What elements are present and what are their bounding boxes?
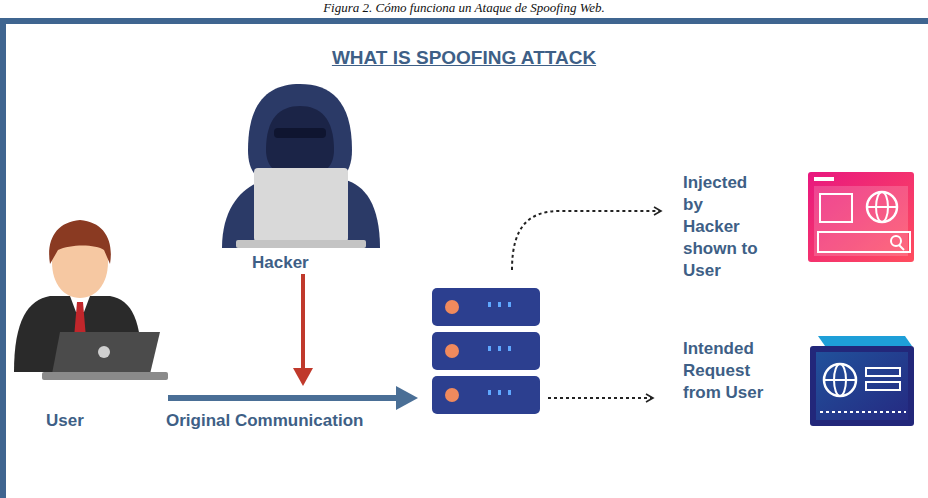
arrow-label: Original Communication bbox=[166, 410, 363, 431]
actor-label: Hacker bbox=[252, 252, 309, 273]
dotted-arrow bbox=[548, 397, 652, 399]
server-stack bbox=[432, 288, 540, 414]
user-figure bbox=[14, 220, 168, 380]
dotted-arrow bbox=[512, 211, 660, 270]
diagram-title: WHAT IS SPOOFING ATTACK bbox=[214, 46, 714, 70]
frame-border bbox=[3, 21, 928, 498]
outcome-label: Injected by Hacker shown to User bbox=[683, 172, 759, 282]
real-page-icon bbox=[810, 336, 914, 426]
communication-arrow bbox=[168, 386, 418, 410]
fake-page-icon bbox=[808, 172, 914, 262]
figure-caption: Figura 2. Cómo funciona un Ataque de Spo… bbox=[0, 1, 928, 15]
outcome-label: Intended Request from User bbox=[683, 338, 783, 404]
interception-arrow bbox=[293, 274, 313, 386]
actor-label: User bbox=[46, 410, 84, 431]
hacker-figure bbox=[222, 84, 380, 248]
